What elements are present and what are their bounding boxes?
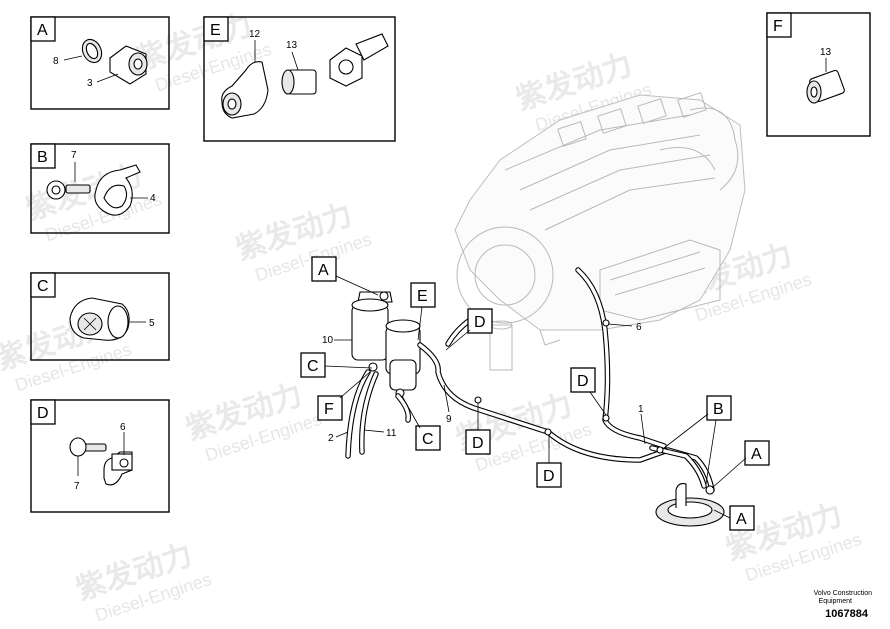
detail-letter: E xyxy=(210,22,221,39)
callout-10: 10 xyxy=(322,335,334,346)
tag-d: D xyxy=(577,373,589,390)
main-tags: A E D C F C D D D B A A xyxy=(300,256,770,531)
figure-footer: Volvo Construction Equipment 1067884 xyxy=(814,590,872,620)
detail-frame-e: E 12 13 xyxy=(203,16,396,142)
callout-3: 3 xyxy=(87,78,93,89)
callout-8: 8 xyxy=(53,56,59,67)
footer-figure-id: 1067884 xyxy=(825,608,869,620)
detail-frame-d: D 6 7 xyxy=(30,399,170,513)
tag-a: A xyxy=(318,262,329,279)
detail-letter: D xyxy=(37,405,49,422)
watermark-layer: 紫发动力 Diesel-Engines 紫发动力 Diesel-Engines … xyxy=(0,7,864,625)
tag-f: F xyxy=(324,401,334,418)
detail-frame-c: C 5 xyxy=(30,272,170,361)
engine-outline xyxy=(454,92,746,371)
detail-frame-b: B 7 4 xyxy=(30,143,170,234)
footer-maker: Volvo Construction xyxy=(814,590,872,597)
callout-7: 7 xyxy=(74,481,80,492)
tag-c: C xyxy=(307,358,319,375)
callout-5: 5 xyxy=(149,318,155,329)
callout-6: 6 xyxy=(120,422,126,433)
tag-d: D xyxy=(472,435,484,452)
callout-7: 7 xyxy=(71,150,77,161)
detail-frame-f: F 13 xyxy=(766,12,871,137)
tag-e: E xyxy=(417,288,428,305)
detail-letter: B xyxy=(37,149,48,166)
callout-11: 11 xyxy=(386,428,397,439)
hose-clips xyxy=(474,319,664,454)
fuel-filter-assembly xyxy=(351,291,421,398)
callout-2: 2 xyxy=(328,433,334,444)
tag-d: D xyxy=(543,468,555,485)
tag-a: A xyxy=(751,446,762,463)
tag-d: D xyxy=(474,314,486,331)
tank-sender-unit xyxy=(655,483,725,527)
detail-letter: C xyxy=(37,278,49,295)
tag-a: A xyxy=(736,511,747,528)
callout-9: 9 xyxy=(446,414,452,425)
detail-letter: F xyxy=(773,18,783,35)
callout-12: 12 xyxy=(249,29,261,40)
callout-1: 1 xyxy=(638,404,644,415)
callout-13: 13 xyxy=(286,40,298,51)
callout-6: 6 xyxy=(636,322,642,333)
callout-4: 4 xyxy=(150,193,156,204)
tag-b: B xyxy=(713,401,724,418)
detail-frame-a: A 8 3 xyxy=(30,16,170,110)
callout-13: 13 xyxy=(820,47,832,58)
tag-c: C xyxy=(422,431,434,448)
fuel-hoses xyxy=(345,267,715,493)
detail-letter: A xyxy=(37,22,48,39)
footer-kind: Equipment xyxy=(819,598,853,605)
main-callouts: 10 6 9 1 2 11 xyxy=(322,322,646,445)
